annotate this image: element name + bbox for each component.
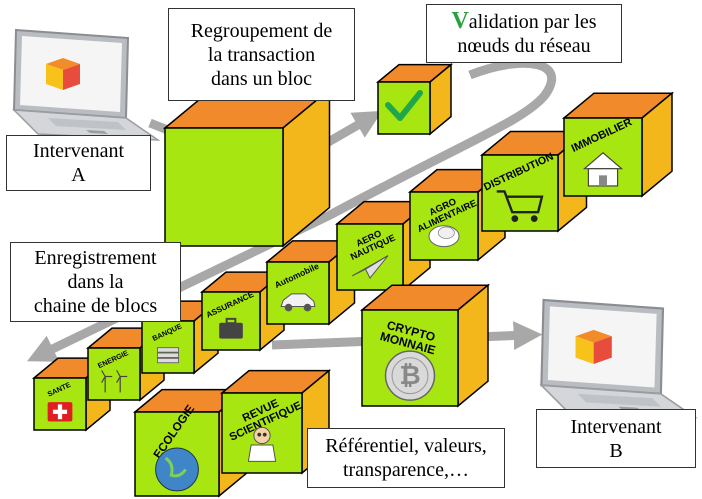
cryptomonnaie-block: CRYPTOMONNAIE₿ [359, 283, 491, 408]
laptop-b-icon [539, 298, 698, 419]
enregistrement-line2: dans la [67, 271, 124, 293]
validation-block [375, 63, 454, 136]
validation-box: Validation par les nœuds du réseau [426, 4, 622, 63]
house-icon [582, 151, 624, 187]
validation-line1: Validation par les [451, 9, 596, 34]
intervenant-a-line1: Intervenant [32, 140, 125, 162]
grouping-line2: la transaction [207, 43, 316, 66]
enregistrement-line1: Enregistrement [34, 247, 157, 269]
agroalimentaire-block: AGROALIMENTAIRE [407, 168, 508, 262]
briefcase-icon [219, 317, 243, 339]
grouping-line3: dans un bloc [210, 67, 313, 90]
shopping-cart-icon [496, 190, 544, 222]
cash-icon [156, 347, 180, 364]
intervenant-a-box: Intervenant A [6, 135, 151, 191]
validation-rest: alidation par les [468, 11, 597, 33]
scientist-icon [247, 426, 277, 462]
intervenant-a-line2: A [71, 164, 86, 186]
referentiel-line2: transparence,… [342, 459, 470, 481]
referentiel-line1: Référentiel, valeurs, [325, 435, 487, 457]
paper-plane-icon [351, 255, 389, 280]
referentiel-box: Référentiel, valeurs, transparence,… [307, 428, 505, 488]
energie-block: ENERGIE [85, 326, 167, 402]
grouping-box: Regroupement de la transaction dans un b… [168, 8, 355, 101]
wind-turbine-icon [101, 370, 128, 393]
intervenant-b-line2: B [609, 439, 623, 462]
poultry-icon [428, 225, 460, 248]
grouping-line1: Regroupement de [190, 19, 333, 42]
validation-line2: nœuds du réseau [457, 35, 591, 57]
svg-text:₿: ₿ [399, 361, 420, 391]
immobilier-block: IMMOBILIER [561, 91, 675, 198]
enregistrement-box: Enregistrement dans la chaine de blocs [10, 242, 181, 322]
assurance-block: ASSURANCE [199, 270, 287, 352]
coin-icon: ₿ [384, 350, 436, 401]
transaction-block [162, 87, 332, 248]
enregistrement-line3: chaine de blocs [33, 295, 158, 317]
car-icon [280, 293, 316, 312]
red-cross-icon [47, 402, 73, 422]
globe-icon [155, 447, 199, 492]
chain-flow-arrow [27, 58, 556, 362]
check-icon [385, 90, 423, 121]
intervenant-b-line1: Intervenant [570, 415, 662, 438]
intervenant-b-box: Intervenant B [536, 409, 696, 468]
laptop-a-icon [12, 28, 161, 141]
validation-initial: V [451, 8, 469, 34]
